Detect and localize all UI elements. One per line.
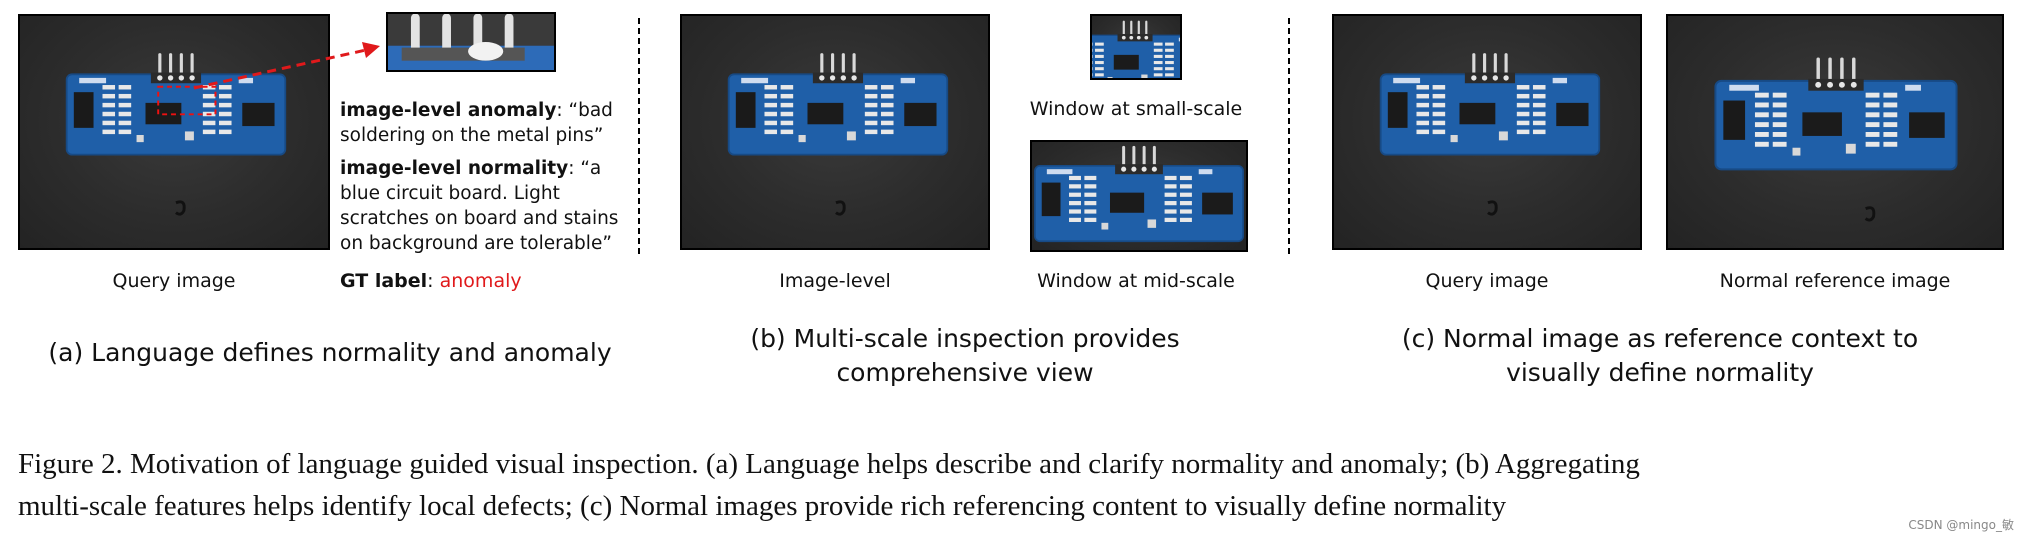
anomaly-description: image-level anomaly: “bad soldering on t… [340,98,630,148]
mid-scale-window [1030,140,1248,252]
panel-c-title-line1: (c) Normal image as reference context to [1401,324,1919,353]
image-level-caption: Image-level [779,270,891,292]
panel-a-title: (a) Language defines normality and anoma… [48,338,612,367]
normality-description: image-level normality: “a blue circuit b… [340,156,630,256]
gt-label-value: anomaly [439,270,522,292]
watermark: CSDN @mingo_敏 [1908,518,2014,532]
mid-scale-caption: Window at mid-scale [1037,270,1235,292]
small-scale-window [1090,14,1182,80]
gt-label-sep: : [427,270,440,292]
zoom-arrow-icon [193,42,380,90]
image-level-photo [680,14,990,250]
zoomed-pin-crop [386,12,556,72]
normality-label: image-level normality [340,158,569,179]
panel-c-title: (c) Normal image as reference context to… [1330,322,1990,390]
anomaly-label: image-level anomaly [340,100,557,121]
normal-reference-image [1666,14,2004,250]
small-scale-caption: Window at small-scale [1029,98,1243,120]
gt-label: GT label: anomaly [340,270,522,292]
figure-caption-line1: Figure 2. Motivation of language guided … [18,448,1640,480]
anomaly-text: : “bad soldering on the metal pins” [340,100,613,146]
separator-bc [1288,18,1290,254]
reference-image-caption: Normal reference image [1719,270,1951,292]
query-image-c [1332,14,1642,250]
gt-label-title: GT label [340,270,428,292]
figure-caption-line2: multi-scale features helps identify loca… [18,490,1507,522]
query-image-a [18,14,330,250]
panel-c-title-line2: visually define normality [1506,358,1814,387]
query-image-caption-c: Query image [1425,270,1549,292]
panel-b-title: (b) Multi-scale inspection provides comp… [680,322,1250,390]
panel-b-title-line1: (b) Multi-scale inspection provides [750,324,1180,353]
figure-caption: Figure 2. Motivation of language guided … [18,443,2008,527]
separator-ab [638,18,640,254]
query-image-caption-a: Query image [112,270,236,292]
panel-b-title-line2: comprehensive view [836,358,1094,387]
normality-text: : “a blue circuit board. Light scratches… [340,158,619,254]
